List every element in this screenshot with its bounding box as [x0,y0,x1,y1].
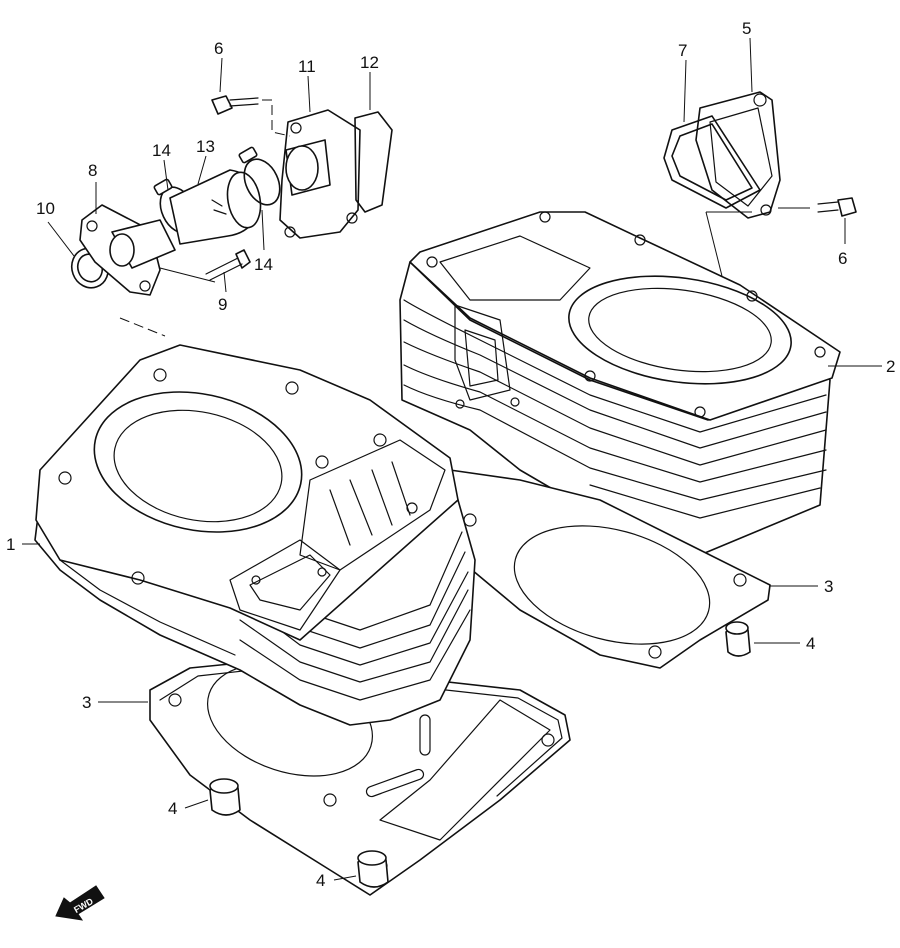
callout-14-right: 14 [254,255,273,274]
gasket-part-7 [663,115,761,209]
bolt-part-6-right [778,197,857,217]
seal-part-12 [354,111,393,213]
callout-9: 9 [218,295,227,314]
dowel-pin-bottom [357,850,389,888]
callout-12: 12 [360,53,379,72]
callout-6-right: 6 [838,249,847,268]
union-part-8 [79,204,176,296]
callout-3-left: 3 [82,693,91,712]
callout-4-right: 4 [806,634,815,653]
callout-4-middle: 4 [168,799,177,818]
callout-7: 7 [678,41,687,60]
callout-4-bottom: 4 [316,871,325,890]
rear-cylinder-part-2 [399,211,841,556]
callout-8: 8 [88,161,97,180]
callout-14-left: 14 [152,141,171,160]
callout-2: 2 [886,357,895,376]
callout-6-upper: 6 [214,39,223,58]
outlet-housing-part-11 [279,109,361,239]
hose-part-13 [169,169,262,245]
fwd-arrow-icon: FWD [55,885,105,921]
callout-1: 1 [6,535,15,554]
callout-5: 5 [742,19,751,38]
dowel-pin-middle [209,778,241,816]
callout-13: 13 [196,137,215,156]
callout-3-right: 3 [824,577,833,596]
dowel-pin-right [725,621,751,657]
bolt-part-9 [205,249,251,281]
front-cylinder-part-1 [34,344,476,726]
hose-clamp-part-14-right [238,146,281,206]
callout-10: 10 [36,199,55,218]
bolt-part-6-upper [211,95,291,137]
callout-11: 11 [298,57,316,76]
